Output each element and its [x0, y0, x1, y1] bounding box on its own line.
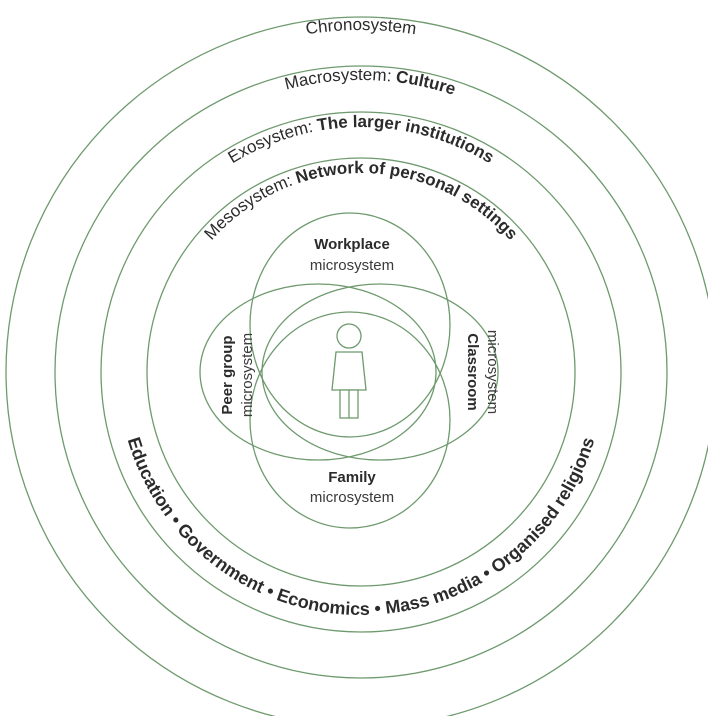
workplace-petal: [249, 212, 451, 438]
svg-text:microsystem: microsystem: [484, 330, 501, 414]
chronosystem-ring: [5, 16, 708, 716]
peer-group-microsystem-label: Peer group microsystem: [219, 333, 256, 417]
mesosystem-ring: [146, 157, 576, 587]
classroom-microsystem-label: Classroom microsystem: [464, 330, 501, 414]
svg-text:microsystem: microsystem: [239, 333, 256, 417]
mesosystem-label: Mesosystem: Network of personal settings: [200, 158, 521, 243]
family-petal: [249, 311, 451, 529]
svg-text:Workplace: Workplace: [314, 236, 390, 253]
svg-text:microsystem: microsystem: [310, 489, 394, 506]
svg-text:Family: Family: [328, 469, 376, 486]
family-microsystem-label: Family microsystem: [310, 469, 394, 506]
exosystem-ring: [100, 111, 622, 633]
person-icon: [331, 323, 367, 419]
macrosystem-label: Macrosystem: Culture: [283, 65, 458, 99]
chronosystem-label: Chronosystem: [304, 15, 417, 38]
svg-text:microsystem: microsystem: [310, 257, 394, 274]
peer-group-petal: [199, 283, 437, 461]
macrosystem-ring: [54, 65, 668, 679]
workplace-microsystem-label: Workplace microsystem: [310, 236, 394, 274]
classroom-petal: [261, 283, 499, 461]
svg-text:Peer group: Peer group: [219, 335, 236, 414]
svg-text:Classroom: Classroom: [464, 333, 481, 411]
